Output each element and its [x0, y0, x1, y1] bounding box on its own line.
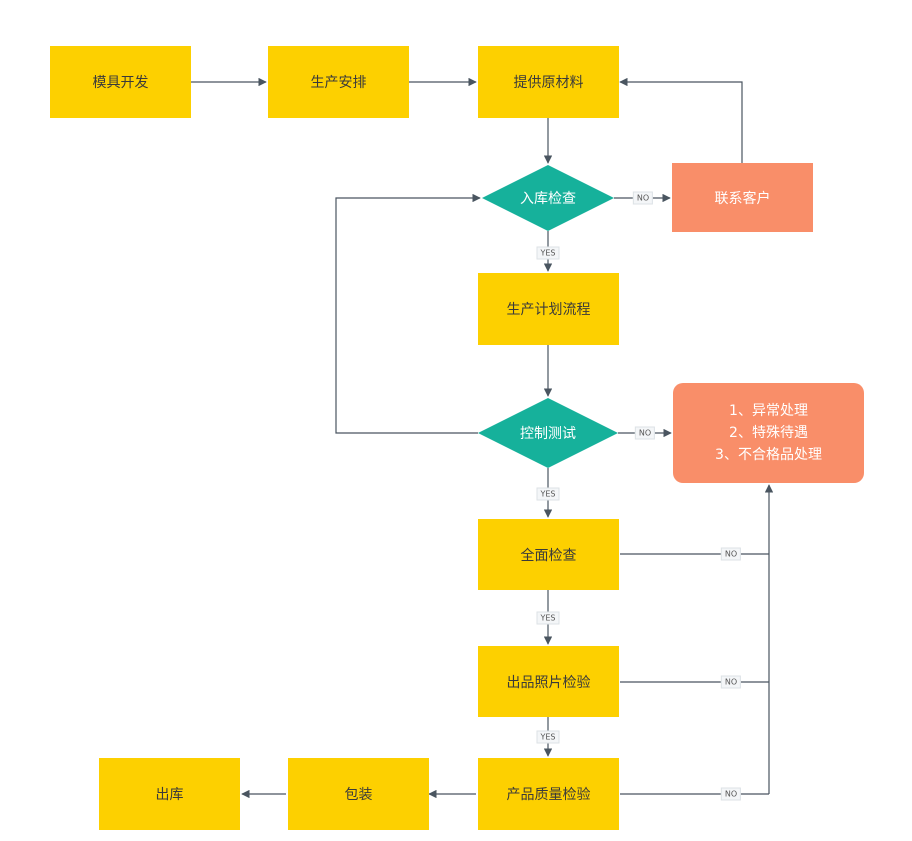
node-contact-customer: 联系客户	[672, 163, 813, 232]
edge-contact-to-material	[619, 77, 743, 163]
node-control-test: 控制测试	[478, 398, 618, 468]
edge-label-quality-no: NO	[720, 787, 742, 801]
control-decision-shape	[478, 398, 618, 468]
node-raw-material-label: 提供原材料	[513, 75, 584, 91]
node-control-test-label: 控制测试	[520, 426, 576, 442]
node-production-schedule: 生产安排	[268, 46, 409, 118]
edge-label-inbound-no: NO	[632, 191, 654, 205]
edge-label-control-no: NO	[634, 426, 656, 440]
edge-label-control-yes: YES	[536, 487, 560, 501]
node-production-schedule-label: 生产安排	[310, 75, 367, 91]
node-packaging: 包装	[288, 758, 429, 830]
node-contact-customer-label: 联系客户	[714, 190, 771, 207]
node-raw-material: 提供原材料	[478, 46, 619, 118]
node-outbound-label: 出库	[155, 787, 184, 803]
edge-control-loop-to-inbound	[335, 193, 481, 434]
node-quality-inspection: 产品质量检验	[478, 758, 619, 830]
handling-item-1: 1、异常处理	[729, 403, 808, 419]
node-inbound-check-label: 入库检查	[520, 191, 576, 207]
node-quality-inspection-label: 产品质量检验	[506, 787, 591, 803]
node-mold-development-label: 模具开发	[92, 75, 149, 91]
node-outbound: 出库	[99, 758, 240, 830]
edge-label-photo-no: NO	[720, 675, 742, 689]
handling-item-2: 2、特殊待遇	[729, 425, 808, 441]
edge-label-full-no: NO	[720, 547, 742, 561]
node-inbound-check: 入库检查	[482, 165, 614, 231]
edge-label-inbound-yes: YES	[536, 246, 560, 260]
node-exception-handling: 1、异常处理 2、特殊待遇 3、不合格品处理	[673, 383, 864, 483]
node-photo-inspection-label: 出品照片检验	[506, 674, 591, 691]
node-mold-development: 模具开发	[50, 46, 191, 118]
node-production-plan-label: 生产计划流程	[506, 302, 591, 318]
node-photo-inspection: 出品照片检验	[478, 646, 619, 717]
edge-label-full-yes: YES	[536, 611, 560, 625]
node-packaging-label: 包装	[344, 787, 373, 803]
node-full-inspection: 全面检查	[478, 519, 619, 590]
node-full-inspection-label: 全面检查	[520, 547, 577, 564]
inbound-decision-shape	[482, 165, 614, 231]
node-production-plan: 生产计划流程	[478, 273, 619, 345]
handling-item-3: 3、不合格品处理	[715, 447, 822, 463]
edge-label-photo-yes: YES	[536, 730, 560, 744]
